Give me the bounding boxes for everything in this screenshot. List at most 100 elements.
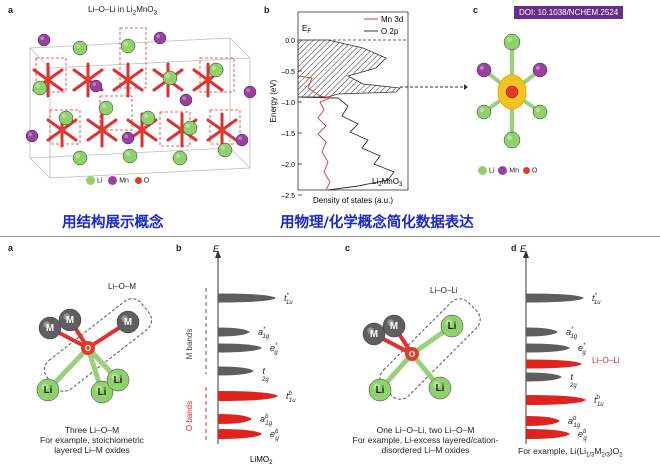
- mn-atom: [235, 133, 249, 147]
- panel-b-bottom-letter: b: [176, 243, 182, 253]
- li-atom: Li: [90, 380, 114, 404]
- m-band: [526, 343, 570, 353]
- dos-y-tick: –2.0: [281, 162, 295, 169]
- li-atom: [532, 104, 548, 120]
- dashed-polyhedron: [209, 109, 241, 145]
- level-label: t*1u: [592, 293, 601, 306]
- panel-c-top-letter: c: [473, 5, 479, 15]
- panel-c-top-legend: Li Mn O: [478, 166, 537, 175]
- o-legend-icon: [522, 167, 530, 174]
- o-band: [526, 416, 560, 426]
- mn-atom: [121, 131, 135, 145]
- li-atom: Li: [368, 378, 392, 402]
- o2p-legend-label: O 2p: [381, 27, 399, 36]
- crystal-structure-figure: [25, 27, 257, 179]
- dashed-polyhedron: [119, 27, 147, 89]
- m-atom: M: [38, 316, 62, 340]
- axis-arrow-icon: [523, 250, 529, 258]
- m-atom: M: [58, 308, 82, 332]
- o-atom: [505, 85, 519, 99]
- mn3d-legend-label: Mn 3d: [381, 15, 403, 24]
- o-band: [218, 429, 262, 439]
- dashed-polyhedron: [99, 95, 133, 131]
- chinese-caption-right: 用物理/化学概念简化数据表达: [280, 215, 474, 231]
- o-atom: [138, 126, 146, 134]
- svg-text:Li: Li: [44, 385, 53, 396]
- mn-atom: [89, 79, 103, 93]
- mn-atom: [532, 62, 548, 78]
- panel-d-bottom-letter: d: [511, 243, 517, 253]
- li-atom: [32, 80, 48, 96]
- o-band: [526, 429, 570, 439]
- li-o-li-band: [526, 359, 582, 369]
- li-atom: [217, 142, 233, 158]
- dos-y-tick: –2.5: [281, 193, 295, 200]
- mn-atom: [243, 85, 257, 99]
- dashed-polyhedron: [35, 57, 67, 93]
- li-atom: [208, 62, 224, 78]
- m-band: [218, 327, 250, 337]
- dos-y-tick: –1.0: [281, 100, 295, 107]
- o-atom: [81, 341, 95, 355]
- li-atom: Li: [36, 378, 60, 402]
- dashed-polyhedron: [49, 109, 81, 145]
- svg-text:Li: Li: [448, 321, 457, 332]
- o-atom: [405, 347, 419, 361]
- o-bands-label: O bands: [185, 401, 194, 431]
- mn-legend-icon: [498, 166, 508, 175]
- energy-axis-label: E: [213, 244, 220, 254]
- panel-b-top-letter: b: [264, 5, 270, 15]
- fermi-label: EF: [302, 24, 311, 35]
- dos-y-label: Energy (eV): [269, 79, 278, 122]
- li-atom: [98, 100, 114, 116]
- mn-atom: [37, 33, 51, 47]
- li-legend-icon: [478, 166, 487, 175]
- doi-badge: DOI: 10.1038/NCHEM.2524: [514, 6, 624, 19]
- m-band: [526, 293, 584, 303]
- li-atom: [476, 104, 492, 120]
- panel-a-bottom-letter: a: [8, 243, 14, 253]
- o2p-hatched-region: [297, 39, 401, 98]
- panel-a-bottom-caption: Three Li–O–M For example, stoichiometric…: [40, 425, 144, 455]
- o-atom-label: O: [409, 350, 415, 359]
- m-band: [526, 372, 562, 382]
- m-atom: M: [382, 314, 406, 338]
- level-label: e*g: [578, 343, 586, 356]
- mn-atom: [179, 93, 193, 107]
- li-atom: [140, 110, 156, 126]
- dos-plot: 0.0–0.5–1.0–1.5–2.0–2.5 Energy (eV) Dens…: [269, 11, 468, 205]
- m-band: [218, 343, 262, 353]
- panel-c-bottom-caption: One Li–O–Li, two Li–O–M For example, Li-…: [352, 425, 499, 455]
- chinese-caption-left: 用结构展示概念: [62, 215, 164, 231]
- o-atom: [124, 76, 132, 84]
- level-label: a*1g: [566, 327, 578, 340]
- panel-a-top-legend: Li Mn O: [86, 176, 149, 185]
- o-band: [218, 391, 278, 401]
- dos-y-tick: –1.5: [281, 131, 295, 138]
- mn-legend-icon: [108, 176, 118, 185]
- panel-a-top-title: Li–O–Li in Li2MnO3: [88, 5, 158, 17]
- svg-text:Li: Li: [436, 383, 445, 394]
- svg-text:M: M: [124, 317, 132, 328]
- m-bands-label: M bands: [185, 329, 194, 360]
- li-atom: [182, 120, 198, 136]
- o-atom: [44, 76, 52, 84]
- svg-text:M: M: [66, 315, 74, 326]
- o-atom: [204, 76, 212, 84]
- o-atom: [84, 76, 92, 84]
- mn-atom: [476, 62, 492, 78]
- li-atom: [72, 40, 88, 56]
- li-atom: [162, 70, 178, 86]
- svg-text:Li: Li: [114, 375, 123, 386]
